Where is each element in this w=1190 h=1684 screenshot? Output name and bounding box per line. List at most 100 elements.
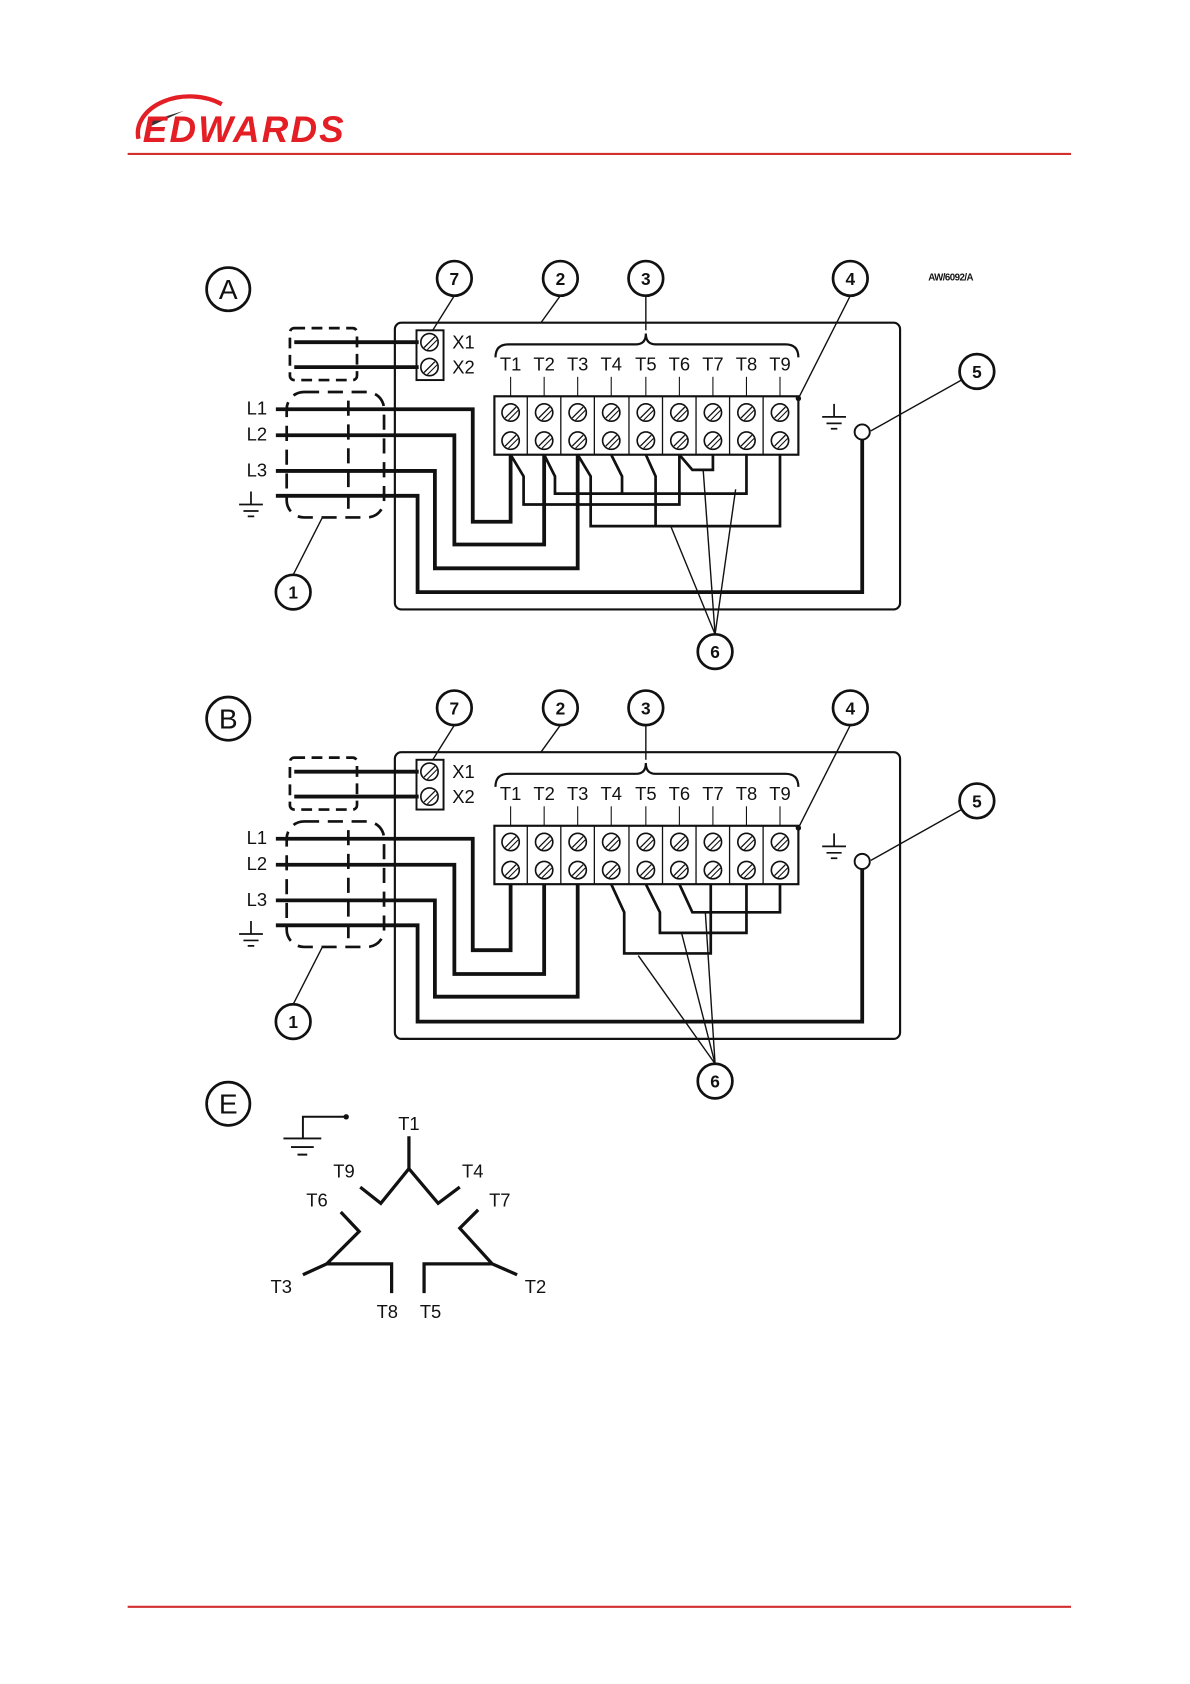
screw-slash	[740, 406, 753, 419]
screw-slash	[777, 438, 788, 449]
l2-wire	[275, 862, 547, 976]
terminal-label: T4	[601, 353, 622, 374]
panel-id-circle	[205, 266, 252, 313]
screw-slash	[676, 409, 688, 421]
supply-line-label: L3	[247, 459, 267, 480]
l3-wire	[275, 884, 580, 999]
screw-slash	[710, 839, 721, 850]
leader-line	[432, 295, 455, 331]
screw-slash	[707, 434, 719, 447]
screw-slash	[575, 867, 586, 879]
screw-slash	[710, 438, 721, 449]
screw-slash	[575, 409, 586, 421]
callout-circle	[831, 689, 869, 727]
screw-slash	[608, 839, 620, 850]
screw-slash	[673, 836, 686, 848]
terminal-label: T9	[769, 783, 790, 804]
terminal-label: T2	[533, 353, 554, 374]
screw-slash	[740, 864, 753, 876]
terminal-label: T8	[736, 353, 757, 374]
screw-slash	[673, 406, 686, 419]
callout-label: 1	[288, 583, 298, 603]
l1-wire	[275, 407, 513, 524]
screw-slash	[774, 864, 786, 876]
edwards-logo: EDWARDS	[135, 94, 346, 150]
ground-icon	[239, 491, 263, 518]
ground-icon	[822, 403, 846, 430]
screw-slash	[508, 867, 519, 879]
screw-slash	[538, 406, 551, 419]
screw-slash	[508, 438, 519, 449]
callout-circle	[958, 352, 996, 391]
callout-label: 2	[556, 698, 566, 718]
terminal-label: T9	[769, 353, 790, 374]
callout-circle	[274, 1002, 312, 1041]
screw-slash	[774, 836, 786, 848]
screw-slash	[608, 867, 620, 879]
leader-line	[292, 517, 324, 576]
terminal-label: T9	[333, 1160, 354, 1181]
screw-slash	[504, 836, 517, 848]
terminal-label: T1	[500, 353, 521, 374]
screw-slash	[504, 864, 517, 876]
winding-line	[322, 1210, 394, 1294]
terminal-group-brace	[494, 762, 800, 787]
screw-slash	[740, 836, 753, 848]
terminal-label: T7	[702, 353, 723, 374]
screw-slash	[676, 839, 688, 850]
screw-slash	[639, 406, 652, 419]
screw-slash	[608, 409, 620, 421]
callout-label: 4	[845, 698, 855, 718]
leader-line	[670, 525, 716, 635]
panel-id-circle	[205, 695, 252, 742]
screw-slash	[605, 864, 618, 876]
callout-label: 5	[972, 362, 982, 382]
screw-slash	[538, 434, 551, 447]
leader-line	[637, 955, 716, 1065]
panel-id-label: E	[219, 1089, 238, 1120]
terminal-label: T8	[736, 783, 757, 804]
screw-slash	[423, 361, 436, 373]
screw-slash	[423, 765, 436, 778]
callout-circle	[541, 689, 580, 727]
aux-terminal-label: X2	[452, 786, 474, 807]
terminal-label: T5	[420, 1301, 441, 1322]
aux-cable-shield	[288, 756, 359, 811]
terminal-label: T1	[500, 783, 521, 804]
screw-slash	[743, 839, 755, 850]
terminal-label: T6	[669, 783, 690, 804]
leader-dot	[795, 825, 802, 831]
aux-terminal-label: X2	[452, 357, 474, 378]
screw-slash	[777, 839, 788, 850]
supply-line-label: L1	[247, 827, 267, 848]
screw-slash	[673, 434, 686, 447]
link-wire	[542, 454, 748, 496]
screw-slash	[743, 438, 755, 449]
screw-slash	[643, 409, 654, 421]
aux-wires	[294, 340, 419, 369]
leader-line	[714, 489, 737, 635]
terminal-label: T3	[567, 783, 588, 804]
screw-slash	[571, 864, 584, 876]
terminal-label: T8	[377, 1301, 398, 1322]
leader-line	[704, 912, 716, 1064]
terminal-box-enclosure	[393, 751, 902, 1040]
supply-line-label: L2	[247, 853, 267, 874]
terminal-label: T4	[462, 1160, 483, 1181]
terminal-label: T3	[271, 1276, 292, 1297]
aux-terminal-label: X1	[452, 761, 474, 782]
callout-circle	[831, 259, 869, 298]
screw-slash	[676, 867, 688, 879]
screw-slash	[423, 790, 436, 803]
screw-slash	[774, 434, 786, 447]
ground-terminal-dot	[343, 1114, 349, 1120]
screw-slash	[571, 836, 584, 848]
link-wire	[678, 883, 782, 914]
leader-line	[292, 946, 324, 1005]
screw-slash	[538, 836, 551, 848]
logo-text: EDWARDS	[143, 109, 346, 150]
callout-circle	[274, 573, 312, 611]
screw-slash	[504, 434, 517, 447]
